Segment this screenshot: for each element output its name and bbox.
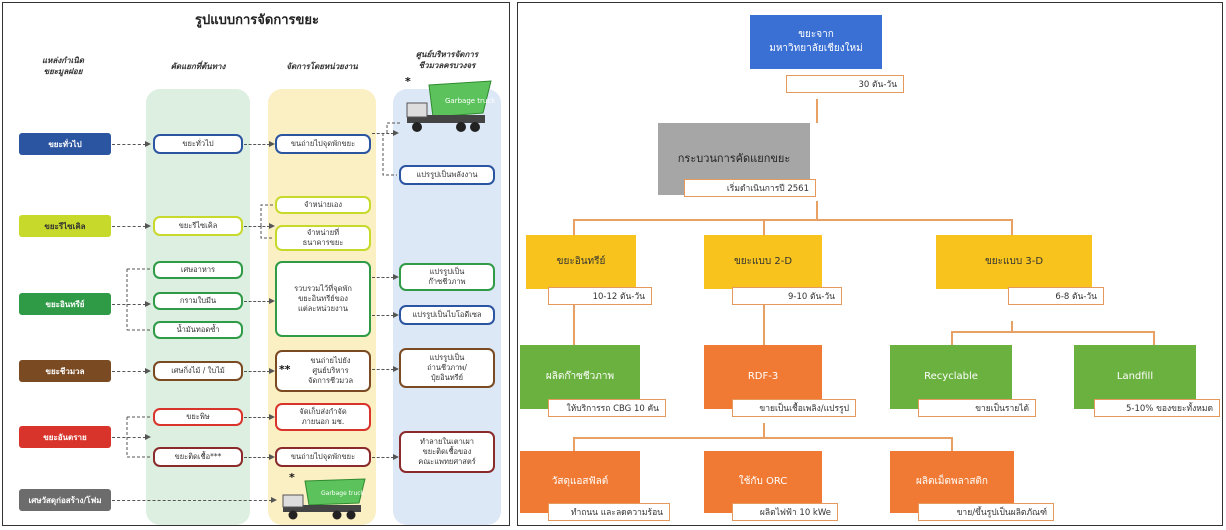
sort-recycle: ขยะรีไซเคิล xyxy=(153,216,243,236)
connector-line xyxy=(573,301,575,345)
center-biogas: แปรรูปเป็น ก๊าซชีวภาพ xyxy=(399,263,495,291)
node-plastic-detail: ขาย/ขึ้นรูปเป็นผลิตภัณฑ์ xyxy=(918,503,1054,521)
footnote-star: ** xyxy=(279,363,291,376)
sort-general: ขยะทั่วไป xyxy=(153,134,243,154)
connector-lines xyxy=(126,122,401,458)
connector-line xyxy=(573,437,575,451)
node-biogas: ผลิตก๊าซชีวภาพ xyxy=(520,345,640,409)
node-3d-amount: 6-8 ตัน-วัน xyxy=(1008,287,1104,305)
truck-label: Garbage truck xyxy=(445,97,495,105)
node-cmu-waste: ขยะจาก มหาวิทยาลัยเชียงใหม่ xyxy=(750,15,882,69)
center-incinerator: ทำลายในเตาเผา ขยะติดเชื้อของ คณะแพทยศาสต… xyxy=(399,431,495,473)
sort-toxic: ขยะพิษ xyxy=(153,408,243,426)
connector-line xyxy=(573,219,1013,221)
source-general: ขยะทั่วไป xyxy=(19,133,111,155)
garbage-truck-icon: Garbage truck xyxy=(406,80,495,132)
sort-branches: เศษกิ่งไม้ / ใบไม้ xyxy=(153,361,243,381)
connector-line xyxy=(1011,219,1013,235)
node-orc: ใช้กับ ORC xyxy=(704,451,822,513)
source-recycle: ขยะรีไซเคิล xyxy=(19,215,111,237)
cmu-waste-tree-panel: ขยะจาก มหาวิทยาลัยเชียงใหม่ 30 ตัน-วัน ก… xyxy=(517,2,1223,526)
sort-cooking-oil: น้ำมันทอดซ้ำ xyxy=(153,321,243,339)
node-landfill-detail: 5-10% ของขยะทั้งหมด xyxy=(1094,399,1220,417)
agency-transfer-infectious: ขนถ่ายไปจุดพักขยะ xyxy=(275,447,371,467)
connector-line xyxy=(573,219,575,235)
source-construction: เศษวัสดุก่อสร้าง/โฟม xyxy=(19,489,111,511)
arrow xyxy=(244,368,275,374)
sort-infectious: ขยะติดเชื้อ*** xyxy=(153,447,243,467)
left-panel-title: รูปแบบการจัดการขยะ xyxy=(195,13,319,28)
source-hazard: ขยะอันตราย xyxy=(19,426,111,448)
arrow xyxy=(244,298,275,304)
sort-food-waste: เศษอาหาร xyxy=(153,261,243,279)
arrow xyxy=(112,301,151,307)
sort-leaves: กรามใบมีน xyxy=(153,292,243,310)
connector-line xyxy=(573,437,953,439)
arrow xyxy=(372,366,399,372)
connector-line xyxy=(1153,331,1155,345)
node-cmu-waste-amount: 30 ตัน-วัน xyxy=(786,75,904,93)
node-recyclable: Recyclable xyxy=(890,345,1012,409)
connector-line xyxy=(816,201,818,221)
agency-biomass-transfer: ขนถ่ายไปยัง ศูนย์บริหาร จัดการชีวมวล xyxy=(275,350,371,392)
header-center: ศูนย์บริหารจัดการ ชีวมวลครบวงจร xyxy=(415,50,479,70)
arrow xyxy=(112,141,151,147)
arrow xyxy=(112,497,277,503)
node-2d-waste: ขยะแบบ 2-D xyxy=(704,235,822,289)
node-rdf3-detail: ขายเป็นเชื้อเพลิง/แปรรูป xyxy=(732,399,856,417)
node-asphalt: วัสดุแอสฟัลต์ xyxy=(520,451,640,513)
header-agency: จัดการโดยหน่วยงาน xyxy=(286,62,358,71)
waste-management-flow-panel: รูปแบบการจัดการขยะ แหล่งกำเนิด ขยะมูลฝอย… xyxy=(2,2,510,526)
header-sort: คัดแยกที่ต้นทาง xyxy=(170,62,226,71)
agency-sell: จำหน่ายเอง xyxy=(275,196,371,214)
node-orc-detail: ผลิตไฟฟ้า 10 kWe xyxy=(732,503,838,521)
node-landfill: Landfill xyxy=(1074,345,1196,409)
connector-line xyxy=(763,301,765,345)
center-biodiesel: แปรรูปเป็นไบโอดีเซล xyxy=(399,305,495,325)
connector-line xyxy=(763,219,765,235)
agency-organic-collection: รวบรวมไว้ที่จุดพัก ขยะอินทรีย์ของ แต่ละห… xyxy=(275,261,371,337)
header-source: แหล่งกำเนิด ขยะมูลฝอย xyxy=(42,56,84,76)
node-3d-waste: ขยะแบบ 3-D xyxy=(936,235,1092,289)
arrow xyxy=(244,223,275,229)
connector-line xyxy=(951,331,953,345)
node-organic-amount: 10-12 ตัน-วัน xyxy=(548,287,652,305)
footnote-star: * xyxy=(405,75,411,88)
arrow xyxy=(244,414,275,420)
center-energy: แปรรูปเป็นพลังงาน xyxy=(399,165,495,185)
arrow xyxy=(112,223,151,229)
agency-external-disposal: จัดเก็บส่งกำจัด ภายนอก มช. xyxy=(275,403,371,431)
arrow xyxy=(372,312,399,318)
connector-line xyxy=(1011,321,1013,333)
connector-line xyxy=(763,423,765,439)
source-biomass: ขยะชีวมวล xyxy=(19,360,111,382)
arrow xyxy=(112,434,151,440)
arrow xyxy=(244,141,275,147)
agency-transfer-general: ขนถ่ายไปจุดพักขยะ xyxy=(275,134,371,154)
connector-line xyxy=(951,331,1155,333)
node-2d-amount: 9-10 ตัน-วัน xyxy=(732,287,842,305)
node-sorting-start: เริ่มดำเนินการปี 2561 xyxy=(684,179,816,197)
footnote-star: * xyxy=(289,471,295,484)
arrow xyxy=(372,274,399,280)
arrow xyxy=(112,368,151,374)
source-organic: ขยะอินทรีย์ xyxy=(19,293,111,315)
arrow xyxy=(372,454,399,460)
arrow xyxy=(244,454,275,460)
center-biochar: แปรรูปเป็น ถ่านชีวภาพ/ ปุ๋ยอินทรีย์ xyxy=(399,348,495,388)
garbage-truck-icon: Garbage truck xyxy=(282,478,366,520)
node-asphalt-detail: ทำถนน และลดความร้อน xyxy=(548,503,670,521)
connector-line xyxy=(816,99,818,123)
node-rdf3: RDF-3 xyxy=(704,345,822,409)
connector-line xyxy=(951,437,953,451)
node-biogas-detail: ให้บริการรถ CBG 10 คัน xyxy=(548,399,666,417)
node-organic-waste: ขยะอินทรีย์ xyxy=(526,235,636,289)
node-plastic-pellets: ผลิตเม็ดพลาสติก xyxy=(890,451,1014,513)
agency-waste-bank: จำหน่ายที่ ธนาคารขยะ xyxy=(275,225,371,251)
node-recyclable-detail: ขายเป็นรายได้ xyxy=(918,399,1036,417)
truck-label: Garbage truck xyxy=(321,490,365,497)
